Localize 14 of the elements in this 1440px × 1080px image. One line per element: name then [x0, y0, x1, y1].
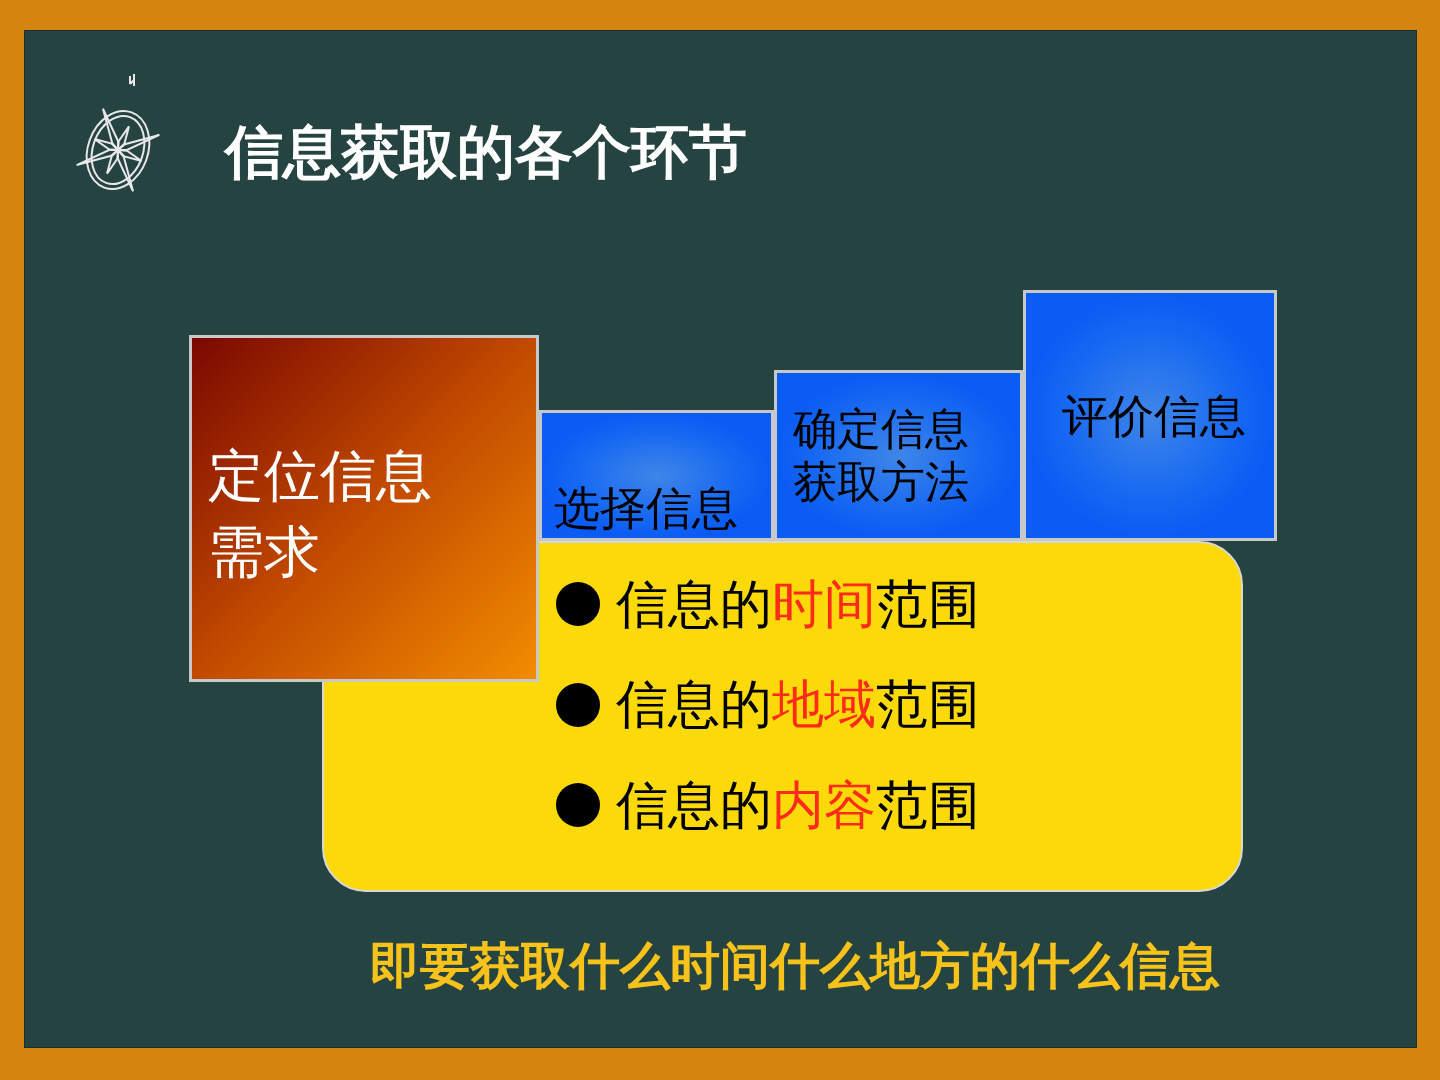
step-box	[774, 370, 1023, 541]
bullet-text: 信息的时间范围	[616, 573, 980, 636]
detail-panel	[322, 541, 1243, 892]
title: 信息获取的各个环节	[225, 118, 747, 188]
step-box	[1023, 290, 1277, 541]
step-label: 确定信息获取方法	[793, 403, 970, 509]
bullet-text: 信息的地域范围	[616, 673, 980, 736]
summary-note: 即要获取什么时间什么地方的什么信息	[370, 936, 1220, 996]
step-label: 评价信息	[1062, 389, 1247, 445]
step-box	[189, 335, 539, 682]
step-box	[539, 410, 774, 541]
bullet-text: 信息的内容范围	[616, 773, 980, 837]
step-label: 定位信息需求	[208, 442, 433, 586]
step-label: 选择信息	[554, 481, 739, 537]
